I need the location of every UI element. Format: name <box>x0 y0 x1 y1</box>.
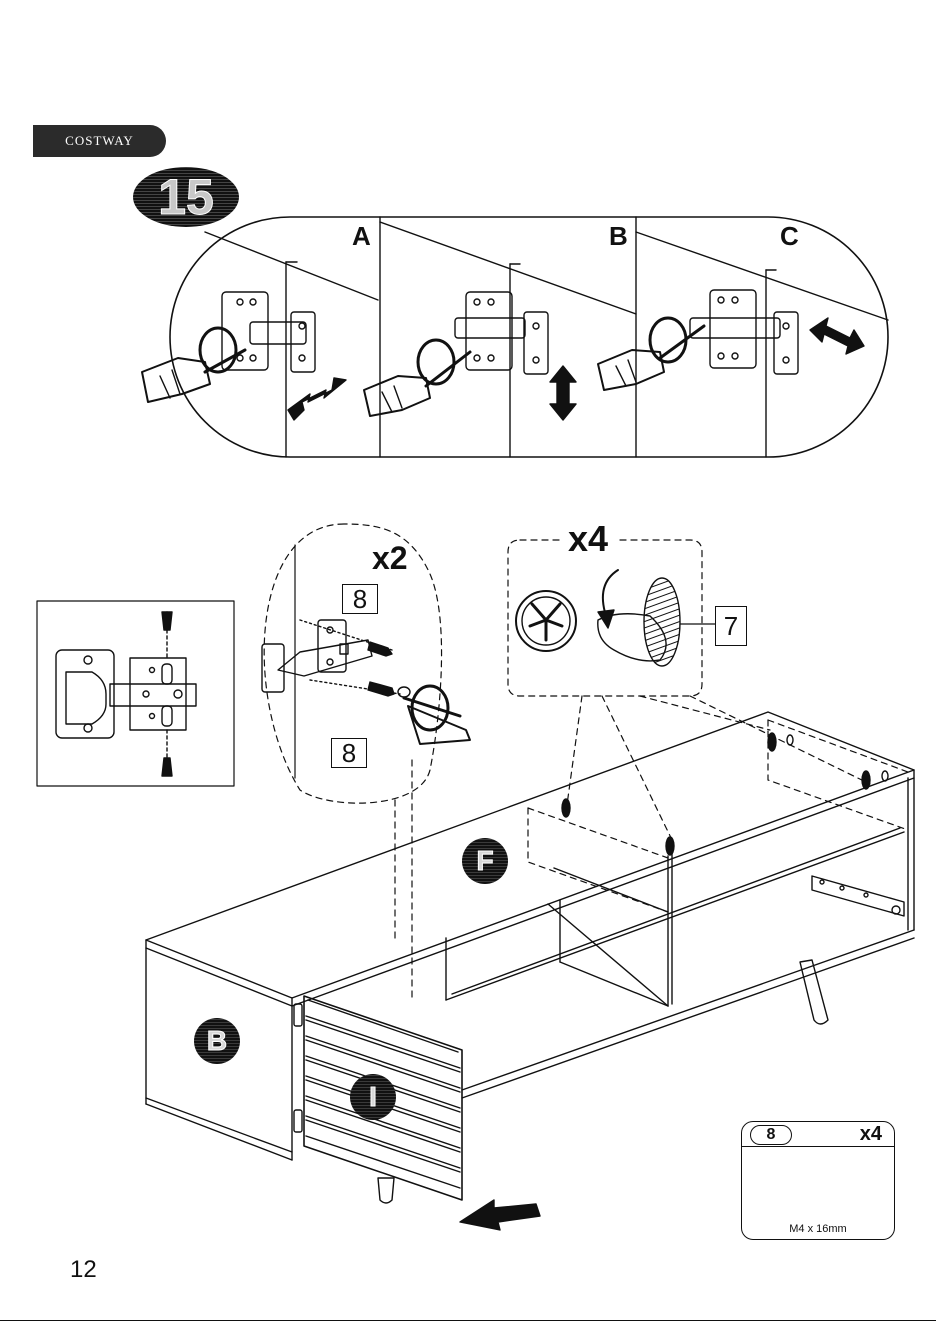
panel-b-label: B <box>609 221 628 252</box>
panel-c-drawing <box>598 232 888 457</box>
panel-a-label: A <box>352 221 371 252</box>
panel-a-drawing <box>142 232 378 457</box>
hardware-legend: 8 x4 M4 x 16mm <box>741 1121 895 1240</box>
legend-header: 8 x4 <box>742 1122 894 1147</box>
legend-quantity: x4 <box>860 1123 882 1146</box>
panel-b-drawing <box>364 222 636 457</box>
hinge-front-view <box>37 601 234 786</box>
knob-quantity: x4 <box>568 518 608 560</box>
panel-b-side-label: B <box>194 1018 240 1064</box>
panel-c-label: C <box>780 221 799 252</box>
hinge-quantity: x2 <box>372 540 408 577</box>
panel-i-label: I <box>350 1074 396 1120</box>
panel-i-letter: I <box>369 1081 377 1113</box>
hinge-adjustment-panels <box>142 217 888 457</box>
panel-b-letter: B <box>207 1025 227 1057</box>
legend-screw-spec: M4 x 16mm <box>742 1223 894 1235</box>
hinge-screw-part-top: 8 <box>342 584 378 614</box>
panel-f-label: F <box>462 838 508 884</box>
panel-f-letter: F <box>476 845 493 877</box>
knob-zoom-callout <box>508 540 870 844</box>
knob-part-number: 7 <box>715 606 747 646</box>
legend-part-number: 8 <box>750 1125 792 1145</box>
hinge-screw-part-bottom: 8 <box>331 738 367 768</box>
page-number: 12 <box>70 1256 97 1284</box>
footer-divider <box>0 1320 936 1321</box>
